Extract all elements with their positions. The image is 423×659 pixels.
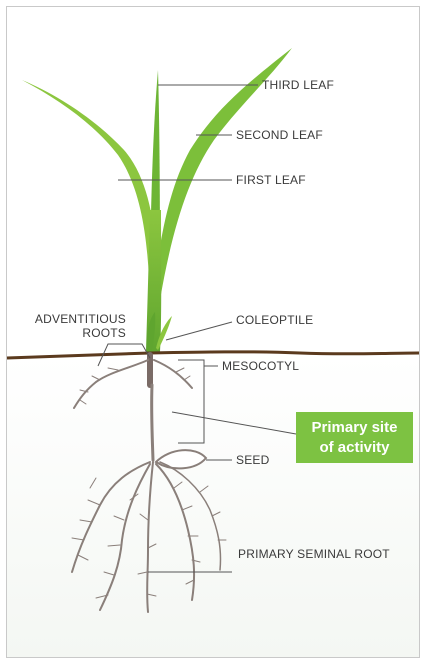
label-second-leaf: SECOND LEAF [236,128,323,142]
first-leaf [22,80,158,300]
primary-site-callout: Primary site of activity [296,412,413,463]
label-seed: SEED [236,453,269,467]
label-primary-seminal-root: PRIMARY SEMINAL ROOT [238,547,390,561]
label-coleoptile: COLEOPTILE [236,313,313,327]
callout-line2: of activity [296,438,413,458]
leaves [22,48,292,352]
label-adventitious-line1: ADVENTITIOUS [14,312,126,326]
mesocotyl-stem [152,385,153,460]
label-first-leaf: FIRST LEAF [236,173,306,187]
label-third-leaf: THIRD LEAF [262,78,334,92]
underground-background [7,355,419,657]
leader-coleoptile [166,322,232,340]
label-mesocotyl: MESOCOTYL [222,359,299,373]
callout-line1: Primary site [296,418,413,438]
label-adventitious-roots: ADVENTITIOUS ROOTS [14,312,126,340]
label-adventitious-line2: ROOTS [14,326,126,340]
